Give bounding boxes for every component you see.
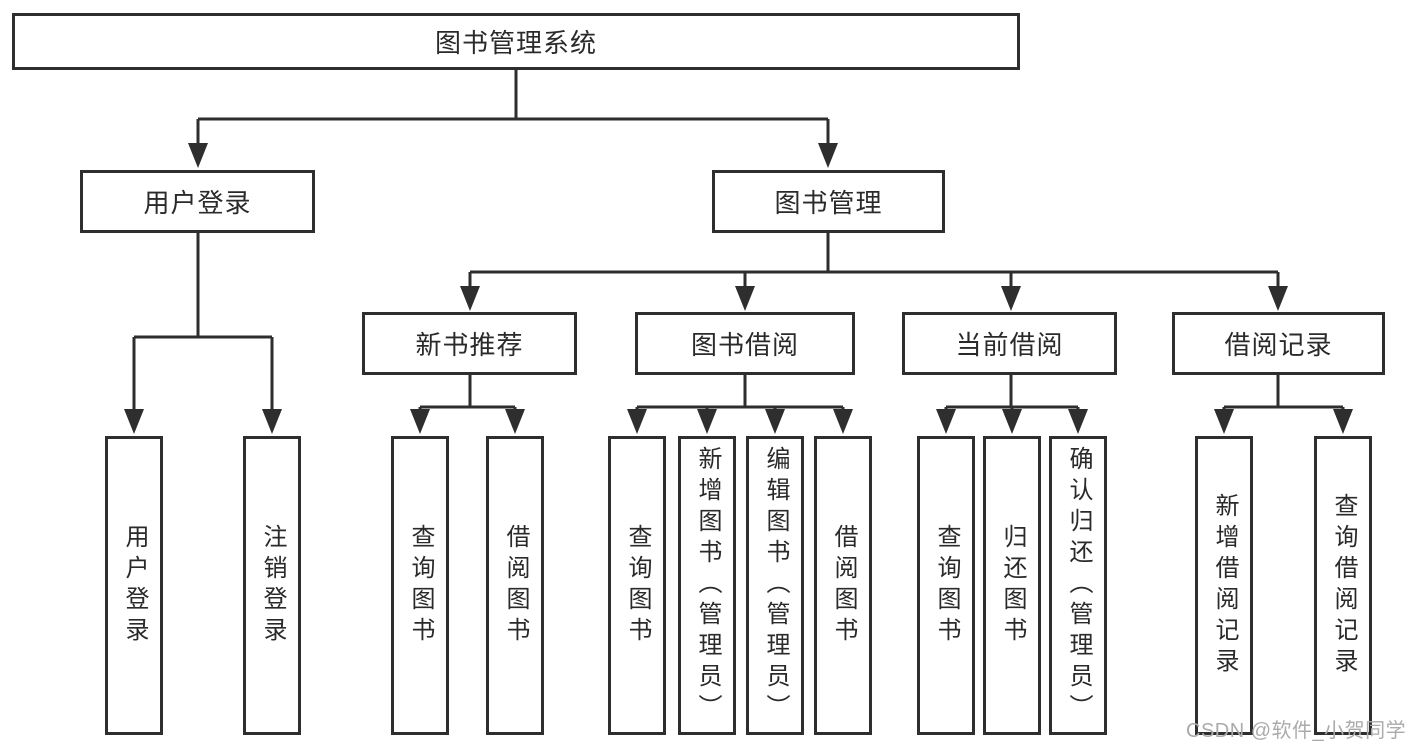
leaf-logout: 注销登录 [243, 436, 301, 735]
arrowhead-leaf [1333, 409, 1353, 434]
leaf-query-borrow-record-label: 查询借阅记录 [1330, 492, 1357, 679]
arrowhead-leaf [1068, 409, 1088, 434]
leaf-query-books-recommend: 查询图书 [391, 436, 449, 735]
arrowhead-to-leaf-user-login [124, 409, 144, 434]
leaf-query-books-current: 查询图书 [917, 436, 975, 735]
edge-root-to-level2 [196, 70, 830, 144]
leaf-query-books-current-label: 查询图书 [933, 523, 960, 648]
leaf-query-books-borrow: 查询图书 [608, 436, 666, 735]
arrowhead-to-leaf-logout [262, 409, 282, 434]
node-book-management: 图书管理 [712, 170, 945, 233]
leaf-add-book-admin: 新增图书（管理员） [678, 436, 736, 735]
leaf-confirm-return-admin: 确认归还（管理员） [1049, 436, 1107, 735]
node-current-borrow: 当前借阅 [902, 312, 1117, 375]
arrowhead-to-book-borrow [735, 286, 755, 311]
node-current-borrow-label: 当前借阅 [955, 330, 1064, 360]
arrowhead-to-book-management [818, 143, 838, 168]
arrowhead-leaf [833, 409, 853, 434]
edge-user-login-to-leaves [132, 233, 274, 410]
leaf-user-login-label: 用户登录 [121, 523, 148, 648]
node-borrow-records-label: 借阅记录 [1224, 330, 1333, 360]
arrowhead-leaf [1002, 409, 1022, 434]
arrowhead-to-new-book-recommend [460, 286, 480, 311]
node-library-system-label: 图书管理系统 [434, 28, 597, 58]
node-new-book-recommend-label: 新书推荐 [415, 330, 524, 360]
leaf-add-book-admin-label: 新增图书（管理员） [694, 446, 721, 725]
node-borrow-records: 借阅记录 [1172, 312, 1385, 375]
arrowhead-leaf [627, 409, 647, 434]
arrowhead-leaf [1214, 409, 1234, 434]
arrowhead-leaf [505, 409, 525, 434]
edge-book-borrow-to-leaves [635, 375, 845, 411]
arrowhead-leaf [765, 409, 785, 434]
leaf-return-book: 归还图书 [983, 436, 1041, 735]
leaf-edit-book-admin-label: 编辑图书（管理员） [762, 446, 789, 725]
leaf-borrow-books-label: 借阅图书 [830, 523, 857, 648]
leaf-borrow-books: 借阅图书 [814, 436, 872, 735]
leaf-user-login: 用户登录 [105, 436, 163, 735]
csdn-watermark: CSDN @软件_小贺同学 [1186, 720, 1405, 742]
leaf-add-borrow-record-label: 新增借阅记录 [1211, 492, 1238, 679]
arrowhead-to-current-borrow [1001, 286, 1021, 311]
node-book-borrow: 图书借阅 [635, 312, 855, 375]
node-new-book-recommend: 新书推荐 [362, 312, 577, 375]
leaf-confirm-return-admin-label: 确认归还（管理员） [1065, 446, 1092, 725]
leaf-add-borrow-record: 新增借阅记录 [1195, 436, 1253, 735]
arrowhead-to-borrow-records [1268, 286, 1288, 311]
arrowhead-leaf [936, 409, 956, 434]
edge-borrow-records-to-leaves [1222, 375, 1345, 411]
arrowhead-leaf [410, 409, 430, 434]
leaf-query-books-recommend-label: 查询图书 [407, 523, 434, 648]
edge-new-book-to-leaves [418, 375, 517, 411]
edge-book-management-to-level3 [468, 233, 1280, 287]
node-book-borrow-label: 图书借阅 [690, 330, 799, 360]
leaf-return-book-label: 归还图书 [999, 523, 1026, 648]
arrowhead-leaf [697, 409, 717, 434]
node-user-login: 用户登录 [80, 170, 315, 233]
node-book-management-label: 图书管理 [774, 188, 883, 218]
node-user-login-label: 用户登录 [143, 188, 252, 218]
node-library-system: 图书管理系统 [12, 13, 1020, 70]
leaf-query-books-borrow-label: 查询图书 [624, 523, 651, 648]
leaf-query-borrow-record: 查询借阅记录 [1314, 436, 1372, 735]
arrowhead-to-user-login [188, 143, 208, 168]
leaf-edit-book-admin: 编辑图书（管理员） [746, 436, 804, 735]
edge-current-borrow-to-leaves [944, 375, 1080, 411]
leaf-borrow-books-recommend-label: 借阅图书 [502, 523, 529, 648]
leaf-borrow-books-recommend: 借阅图书 [486, 436, 544, 735]
leaf-logout-label: 注销登录 [259, 523, 286, 648]
